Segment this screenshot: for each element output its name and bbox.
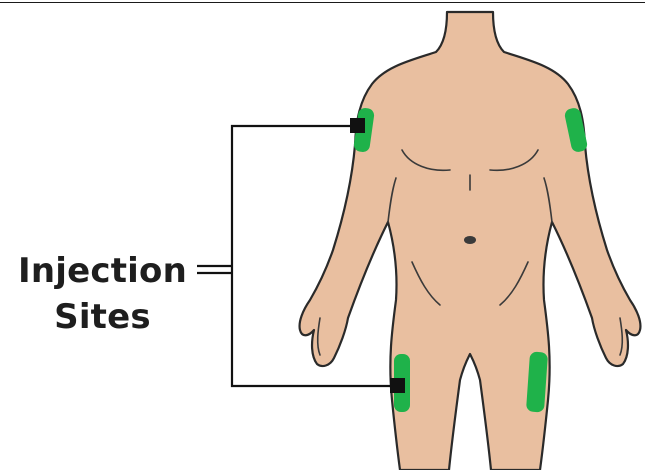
pointer-marker-thigh xyxy=(390,378,405,393)
navel xyxy=(464,236,476,244)
label-line-2: Sites xyxy=(10,294,195,340)
label-line-1: Injection xyxy=(10,248,195,294)
pointer-marker-arm xyxy=(350,118,365,133)
injection-sites-label: Injection Sites xyxy=(10,248,195,340)
